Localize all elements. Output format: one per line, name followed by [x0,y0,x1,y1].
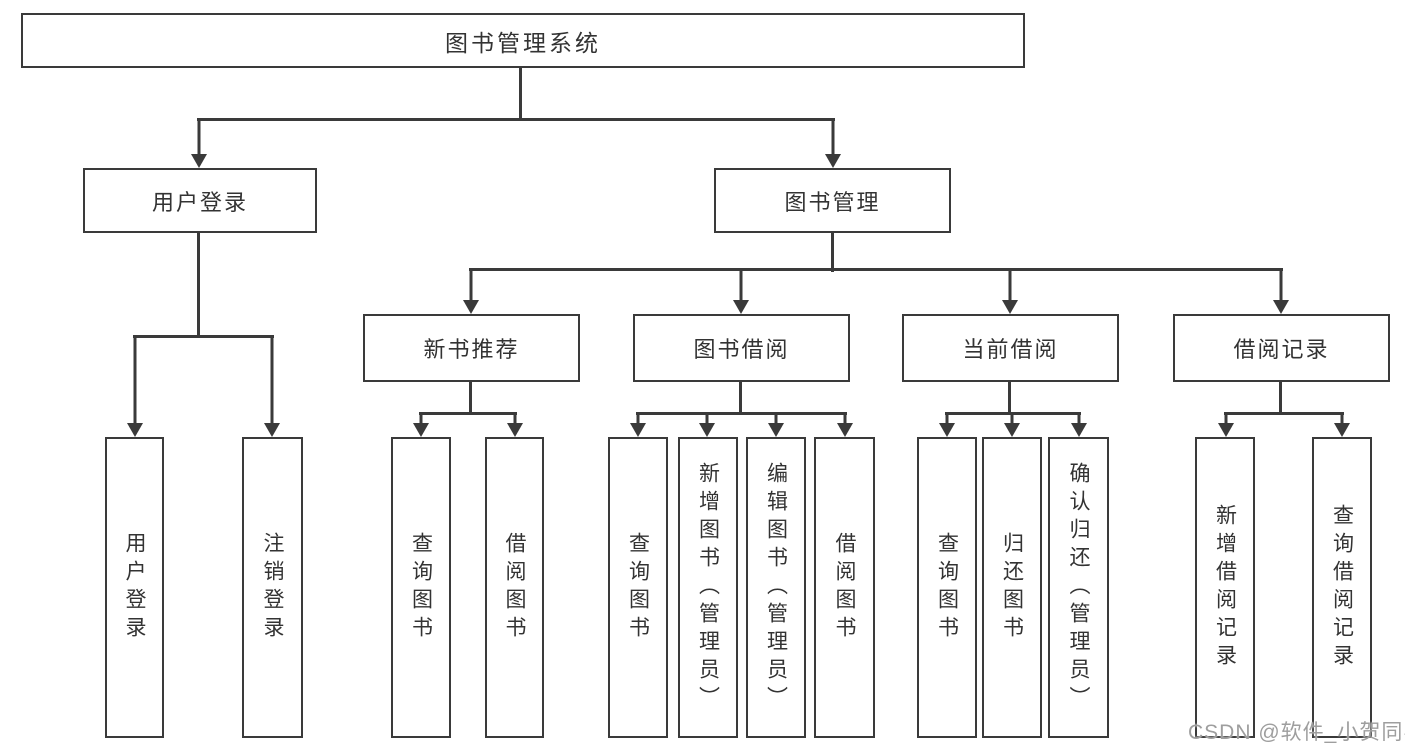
leaf-bb-query-books: 查询图书 [608,437,668,738]
node-root: 图书管理系统 [21,13,1025,68]
connector-br-split [1224,412,1344,415]
connector-book-management-stub [831,233,834,272]
leaf-user-login: 用户登录 [105,437,164,738]
arrow-to-nb-query-books [413,413,429,437]
arrow-to-br-query-record [1334,413,1350,437]
arrow-to-cb-confirm-return [1071,413,1087,437]
connector-level2-split [197,118,835,121]
arrow-to-bb-borrow-books [837,413,853,437]
arrow-to-book-borrowing [733,270,749,314]
leaf-nb-query-books: 查询图书 [391,437,451,738]
arrow-to-borrowing-records [1273,270,1289,314]
arrow-to-user-login [191,120,207,168]
leaf-cb-query-books: 查询图书 [917,437,977,738]
connector-root-stub [519,68,522,120]
arrow-to-cb-query-books [939,413,955,437]
arrow-to-bb-edit-book [768,413,784,437]
connector-level3-split [469,268,1283,271]
leaf-bb-edit-book-admin: 编辑图书（管理员） [746,437,806,738]
connector-br-stub [1279,382,1282,415]
connector-cb-stub [1008,382,1011,415]
arrow-to-current-borrowing [1002,270,1018,314]
node-book-management: 图书管理 [714,168,951,233]
arrow-to-nb-borrow-books [507,413,523,437]
arrow-to-leaf-user-login [127,336,143,437]
leaf-br-add-record: 新增借阅记录 [1195,437,1255,738]
leaf-bb-add-book-admin: 新增图书（管理员） [678,437,738,738]
watermark-text: CSDN @软件_小贺同学 [1188,721,1405,744]
node-borrowing-records: 借阅记录 [1173,314,1390,382]
connector-user-login-stub [197,233,200,337]
arrow-to-new-book-recommendation [463,270,479,314]
leaf-bb-borrow-books: 借阅图书 [814,437,875,738]
leaf-logout: 注销登录 [242,437,303,738]
arrow-to-bb-query-books [630,413,646,437]
arrow-to-bb-add-book [699,413,715,437]
leaf-br-query-record: 查询借阅记录 [1312,437,1372,738]
connector-nb-split [419,412,517,415]
node-new-book-recommendation: 新书推荐 [363,314,580,382]
arrow-to-book-management [825,120,841,168]
connector-bb-split [636,412,847,415]
leaf-nb-borrow-books: 借阅图书 [485,437,544,738]
connector-user-login-split [133,335,274,338]
node-user-login: 用户登录 [83,168,317,233]
arrow-to-br-add-record [1218,413,1234,437]
connector-bb-stub [739,382,742,415]
arrow-to-leaf-logout [264,336,280,437]
arrow-to-cb-return-books [1004,413,1020,437]
leaf-cb-confirm-return-admin: 确认归还（管理员） [1048,437,1109,738]
node-book-borrowing: 图书借阅 [633,314,850,382]
connector-nb-stub [469,382,472,415]
node-current-borrowing: 当前借阅 [902,314,1119,382]
leaf-cb-return-books: 归还图书 [982,437,1042,738]
